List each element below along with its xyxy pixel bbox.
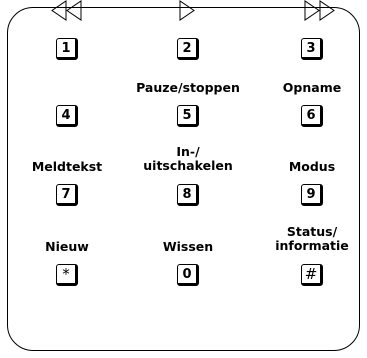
key-2[interactable]: 2 (177, 38, 199, 60)
key-6[interactable]: 6 (301, 105, 323, 127)
key-9-glyph: 9 (306, 186, 316, 202)
key-hash-glyph: # (304, 264, 318, 283)
key-3[interactable]: 3 (301, 38, 323, 60)
key-9[interactable]: 9 (301, 184, 323, 206)
label-wissen: Wissen (162, 239, 214, 254)
label-modus: Modus (288, 159, 336, 174)
label-opname: Opname (282, 80, 342, 95)
label-nieuw: Nieuw (45, 239, 89, 254)
key-6-glyph: 6 (306, 107, 316, 123)
key-hash[interactable]: # (301, 264, 323, 286)
rewind-icon (50, 0, 84, 22)
key-8-glyph: 8 (182, 186, 192, 202)
key-5-glyph: 5 (182, 107, 192, 123)
key-0[interactable]: 0 (177, 264, 199, 286)
key-4-glyph: 4 (61, 107, 71, 123)
key-3-glyph: 3 (306, 40, 316, 56)
key-7[interactable]: 7 (56, 184, 78, 206)
key-4[interactable]: 4 (56, 105, 78, 127)
key-5[interactable]: 5 (177, 105, 199, 127)
fast-forward-icon (303, 0, 337, 22)
key-star[interactable]: * (56, 264, 78, 286)
label-in-uitschakelen: In-/ uitschakelen (143, 144, 233, 173)
key-0-glyph: 0 (182, 266, 192, 282)
label-status-informatie: Status/ informatie (275, 224, 349, 253)
key-2-glyph: 2 (182, 40, 192, 56)
key-star-glyph: * (62, 264, 70, 283)
play-icon (178, 0, 196, 22)
label-meldtekst: Meldtekst (31, 159, 103, 174)
key-1[interactable]: 1 (56, 38, 78, 60)
key-1-glyph: 1 (61, 40, 71, 56)
key-7-glyph: 7 (61, 186, 71, 202)
key-8[interactable]: 8 (177, 184, 199, 206)
keypad-panel (7, 7, 360, 351)
label-pauze-stoppen: Pauze/stoppen (136, 80, 240, 95)
